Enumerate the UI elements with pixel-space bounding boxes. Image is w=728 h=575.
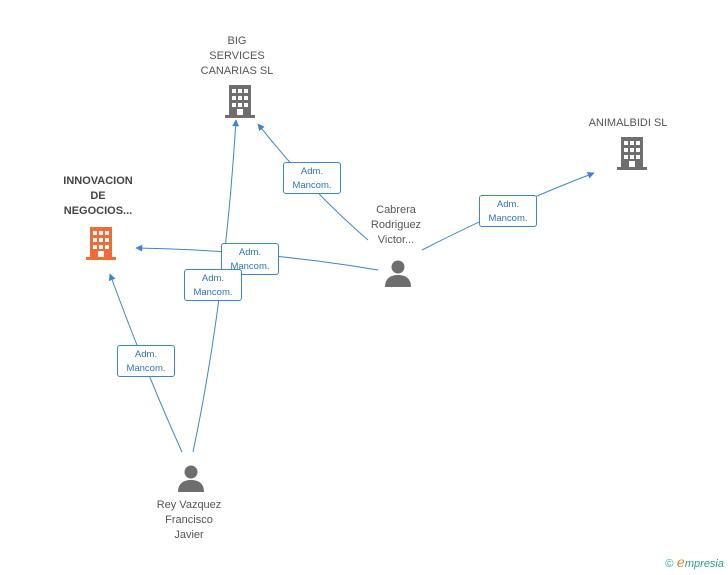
- node-label-line: Cabrera: [376, 204, 416, 216]
- node-label-line: CANARIAS SL: [200, 65, 274, 77]
- node-label-cabrera[interactable]: Cabrera Rodriguez Victor...: [346, 203, 446, 248]
- edge-label-cabrera-innovacion[interactable]: Adm. Mancom.: [221, 243, 279, 275]
- edge-label-cabrera-animalbidi[interactable]: Adm. Mancom.: [479, 195, 537, 227]
- empresia-watermark: © empresia: [665, 555, 724, 571]
- edge-label-line: Adm.: [134, 349, 158, 360]
- person-icon[interactable]: [176, 463, 206, 493]
- node-label-line: Victor...: [377, 234, 415, 246]
- person-icon[interactable]: [383, 258, 413, 288]
- edge-label-rey-innovacion[interactable]: Adm. Mancom.: [117, 345, 175, 377]
- building-icon[interactable]: [616, 136, 648, 170]
- edge-label-cabrera-big-services[interactable]: Adm. Mancom.: [283, 162, 341, 194]
- edge-label-line: Mancom.: [230, 261, 270, 272]
- node-label-line: Francisco: [165, 514, 213, 526]
- node-label-big-services[interactable]: BIG SERVICES CANARIAS SL: [187, 34, 287, 79]
- edge-label-line: Adm.: [300, 166, 324, 177]
- node-label-line: BIG: [227, 35, 247, 47]
- node-label-line: INNOVACION: [63, 175, 133, 187]
- edge-label-line: Adm.: [238, 247, 262, 258]
- edge-label-line: Mancom.: [126, 363, 166, 374]
- building-icon[interactable]: [85, 226, 117, 260]
- building-icon[interactable]: [224, 84, 256, 118]
- node-label-line: NEGOCIOS...: [63, 205, 133, 217]
- edge-label-line: Mancom.: [193, 287, 233, 298]
- node-label-line: Rodriguez: [370, 219, 422, 231]
- node-label-animalbidi[interactable]: ANIMALBIDI SL: [578, 116, 678, 131]
- node-label-line: Rey Vazquez: [156, 499, 222, 511]
- copyright-symbol: ©: [665, 558, 674, 570]
- brand-initial: e: [676, 555, 685, 571]
- node-label-line: Javier: [174, 529, 204, 541]
- node-label-innovacion[interactable]: INNOVACION DE NEGOCIOS...: [48, 174, 148, 219]
- node-label-line: ANIMALBIDI SL: [588, 117, 668, 129]
- edge-label-line: Adm.: [201, 273, 225, 284]
- node-label-line: DE: [90, 190, 106, 202]
- node-label-rey[interactable]: Rey Vazquez Francisco Javier: [139, 498, 239, 543]
- edge-label-line: Mancom.: [488, 213, 528, 224]
- node-label-line: SERVICES: [209, 50, 265, 62]
- edge-label-rey-big-services[interactable]: Adm. Mancom.: [184, 269, 242, 301]
- edge-label-line: Mancom.: [292, 180, 332, 191]
- edge-label-line: Adm.: [496, 199, 520, 210]
- brand-name: mpresia: [684, 558, 724, 570]
